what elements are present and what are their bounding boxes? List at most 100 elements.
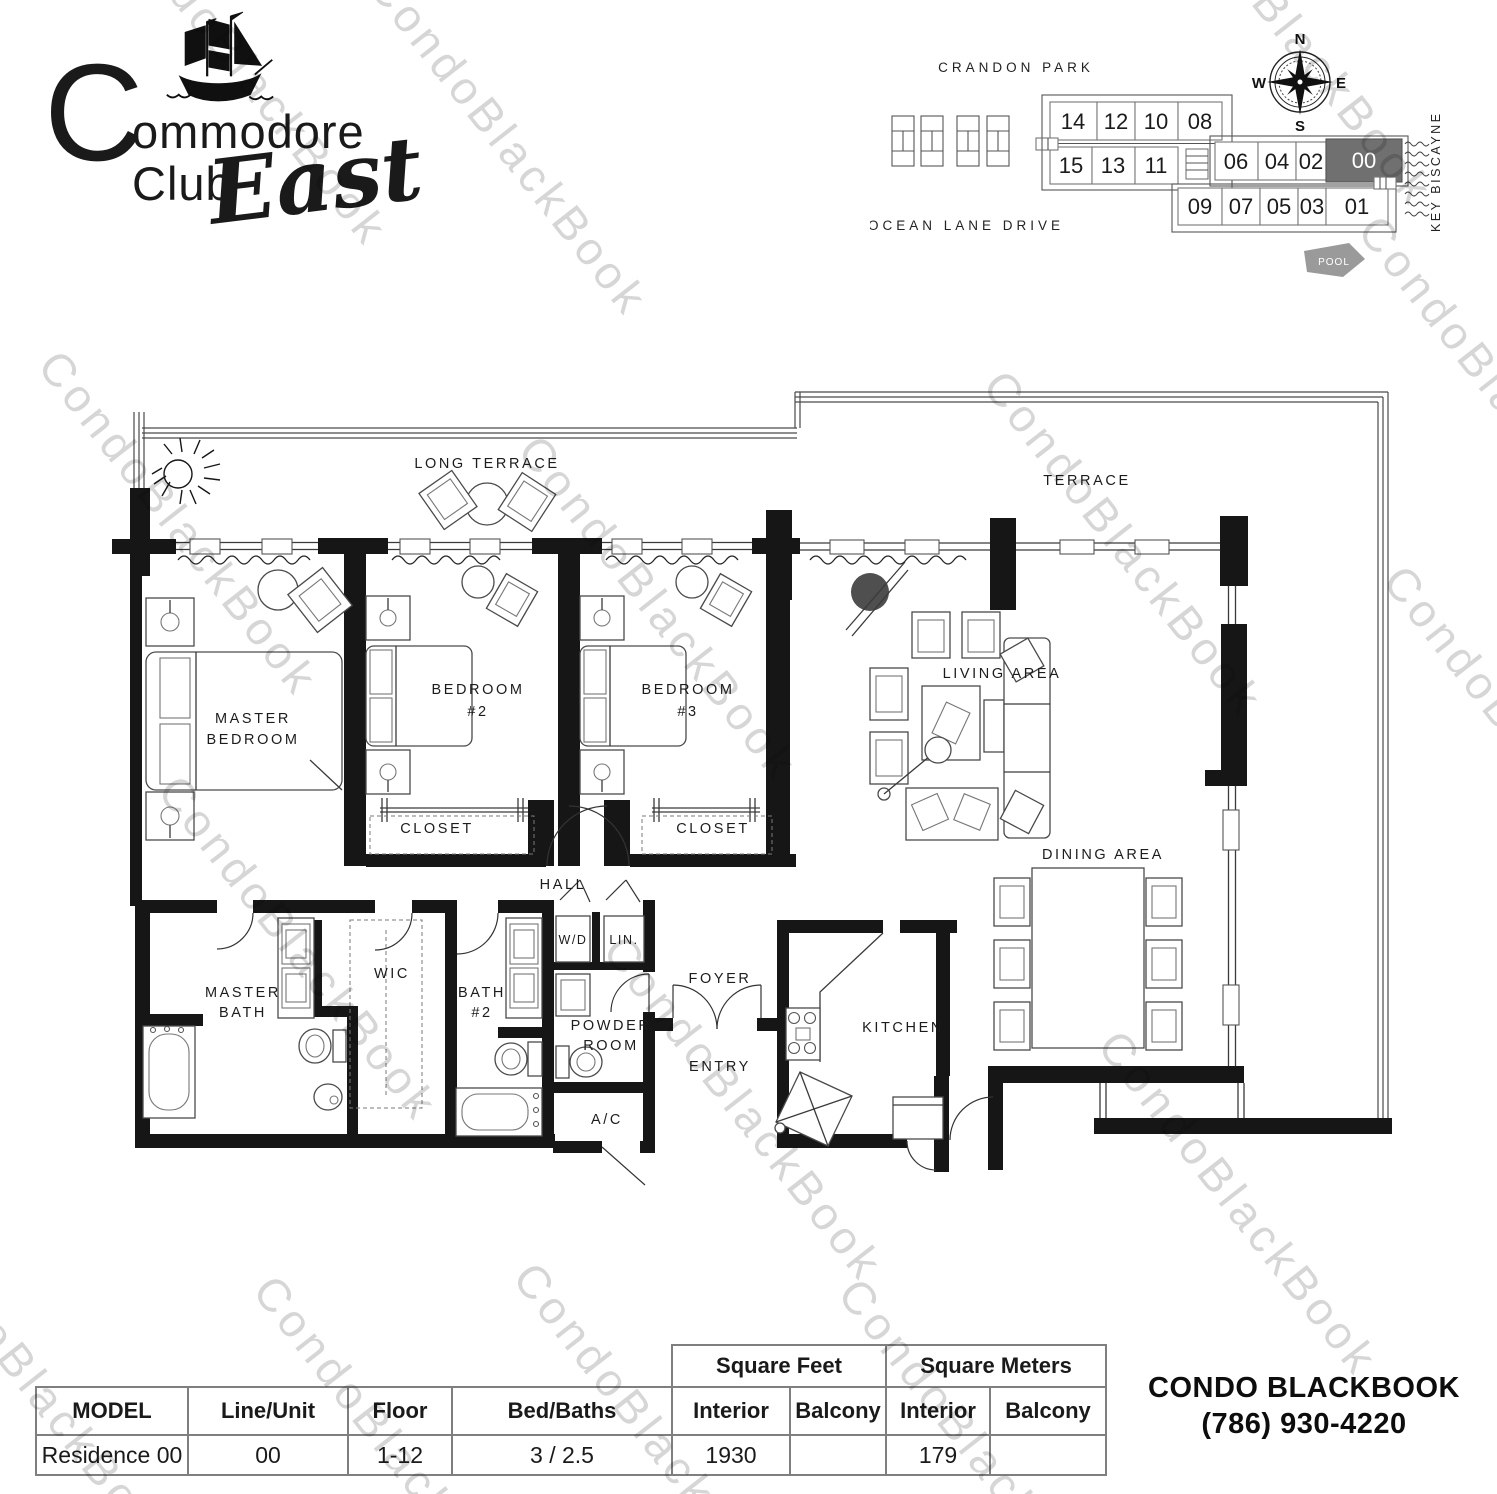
cell-line-unit: 00 — [187, 1434, 349, 1476]
sailing-ship-icon — [166, 11, 274, 102]
col-sqm-interior: Interior — [885, 1386, 991, 1436]
tennis-courts — [891, 115, 1010, 167]
cell-sqm-interior: 179 — [885, 1434, 991, 1476]
site-plan: CRANDON PARK OCEAN LANE DRIVE — [870, 31, 1443, 277]
room-label-wic: WIC — [374, 966, 410, 982]
highlighted-unit-cell — [1325, 138, 1403, 183]
crandon-park-label: CRANDON PARK — [938, 60, 1094, 75]
key-biscayne-label: KEY BISCAYNE — [1429, 111, 1443, 232]
brand-phone: (786) 930-4220 — [1201, 1408, 1407, 1440]
room-label-closet2: CLOSET — [400, 821, 474, 837]
room-label-bath2-1: BATH — [458, 985, 506, 1001]
plant-icon — [851, 573, 889, 611]
room-label-master-bedroom-1: MASTER — [215, 711, 291, 727]
cell-floor: 1-12 — [347, 1434, 453, 1476]
room-label-bedroom3-1: BEDROOM — [641, 682, 734, 698]
unit-09: 09 — [1188, 194, 1212, 219]
col-sqm-balcony: Balcony — [989, 1386, 1107, 1436]
room-label-kitchen: KITCHEN — [862, 1020, 944, 1036]
walls — [112, 488, 1392, 1172]
window-wall — [176, 538, 1224, 555]
bidet — [313, 1083, 343, 1111]
unit-00-highlighted: 00 — [1352, 148, 1376, 173]
room-label-foyer: FOYER — [689, 971, 752, 987]
terrace-plant — [151, 437, 221, 505]
unit-05: 05 — [1267, 194, 1291, 219]
master-bedroom-seating — [257, 566, 354, 634]
ocean-lane-label: OCEAN LANE DRIVE — [870, 218, 1064, 233]
room-label-master-bath-2: BATH — [219, 1005, 267, 1021]
master-bed — [145, 597, 343, 841]
door-swings — [216, 805, 994, 1186]
building-west-wing: 14 12 10 08 15 13 11 — [1035, 94, 1233, 191]
unit-14: 14 — [1061, 109, 1085, 134]
terrace-table-set — [418, 469, 557, 533]
room-label-bedroom2-1: BEDROOM — [431, 682, 524, 698]
bedroom2-seating — [461, 565, 539, 628]
compass-w: W — [1252, 75, 1267, 92]
building-east-wing: 06 04 02 00 09 07 05 03 01 — [1171, 135, 1409, 233]
kitchen-fixtures — [774, 932, 944, 1147]
col-sqft-balcony: Balcony — [789, 1386, 887, 1436]
room-label-ac: A/C — [591, 1112, 623, 1128]
bedroom3-seating — [675, 565, 753, 628]
unit-15: 15 — [1059, 153, 1083, 178]
compass-rose-icon: N E S W — [1252, 31, 1346, 135]
master-bath-fixtures — [142, 917, 347, 1119]
brand-contact: CONDO BLACKBOOK (786) 930-4220 — [1118, 1372, 1490, 1441]
unit-06: 06 — [1224, 149, 1248, 174]
unit-10: 10 — [1144, 109, 1168, 134]
cell-bed-baths: 3 / 2.5 — [451, 1434, 673, 1476]
compass-n: N — [1295, 31, 1306, 48]
curtain-lines — [177, 555, 967, 565]
wic-closet — [349, 919, 423, 1109]
col-sqft-interior: Interior — [671, 1386, 791, 1436]
cell-sqm-balcony — [989, 1434, 1107, 1476]
unit-01: 01 — [1345, 194, 1369, 219]
room-label-master-bath-1: MASTER — [205, 985, 281, 1001]
room-label-bedroom3-2: #3 — [677, 704, 698, 720]
room-label-powder-1: POWDER — [571, 1018, 652, 1034]
bath2-fixtures — [455, 917, 543, 1137]
room-label-closet3: CLOSET — [676, 821, 750, 837]
room-label-master-bedroom-2: BEDROOM — [206, 732, 299, 748]
square-feet-header: Square Feet — [671, 1344, 887, 1388]
bedroom3-bed — [579, 595, 687, 795]
living-room-furniture — [845, 561, 1051, 841]
room-label-entry: ENTRY — [689, 1059, 751, 1075]
sliding-doors — [1099, 586, 1245, 1118]
cell-model: Residence 00 — [35, 1434, 189, 1476]
toilet — [332, 1029, 347, 1063]
pool-marker: POOL — [1304, 243, 1365, 277]
cell-sqft-balcony — [789, 1434, 887, 1476]
closets — [369, 798, 773, 855]
refrigerator — [892, 1096, 944, 1140]
compass-s: S — [1295, 118, 1305, 135]
logo-word-commodore: ommodore — [132, 105, 365, 158]
unit-07: 07 — [1229, 194, 1253, 219]
room-label-bath2-2: #2 — [471, 1005, 492, 1021]
col-line-unit: Line/Unit — [187, 1386, 349, 1436]
room-label-living-area: LIVING AREA — [943, 666, 1062, 682]
room-label-dining-area: DINING AREA — [1042, 847, 1164, 863]
col-floor: Floor — [347, 1386, 453, 1436]
room-label-powder-2: ROOM — [583, 1038, 639, 1054]
dining-set — [993, 867, 1183, 1051]
brand-logo: C ommodore Club East — [30, 0, 450, 250]
room-label-wd: W/D — [558, 933, 587, 947]
room-label-terrace: TERRACE — [1043, 473, 1131, 489]
spec-table: Square Feet Square Meters MODEL Line/Uni… — [35, 1344, 1107, 1476]
compass-e: E — [1336, 75, 1346, 92]
room-label-hall: HALL — [540, 877, 587, 893]
logo-word-club: Club — [132, 157, 233, 210]
terrace-railing — [133, 391, 1389, 1118]
square-meters-header: Square Meters — [885, 1344, 1107, 1388]
residence-row: Residence 00 00 1-12 3 / 2.5 1930 179 — [35, 1434, 1107, 1476]
powder-room-fixtures — [555, 973, 603, 1079]
room-label-bedroom2-2: #2 — [467, 704, 488, 720]
unit-12: 12 — [1104, 109, 1128, 134]
unit-11: 11 — [1145, 153, 1168, 178]
unit-02: 02 — [1299, 149, 1323, 174]
floor-plan: LONG TERRACE TERRACE MASTER BEDROOM BEDR… — [112, 391, 1392, 1186]
